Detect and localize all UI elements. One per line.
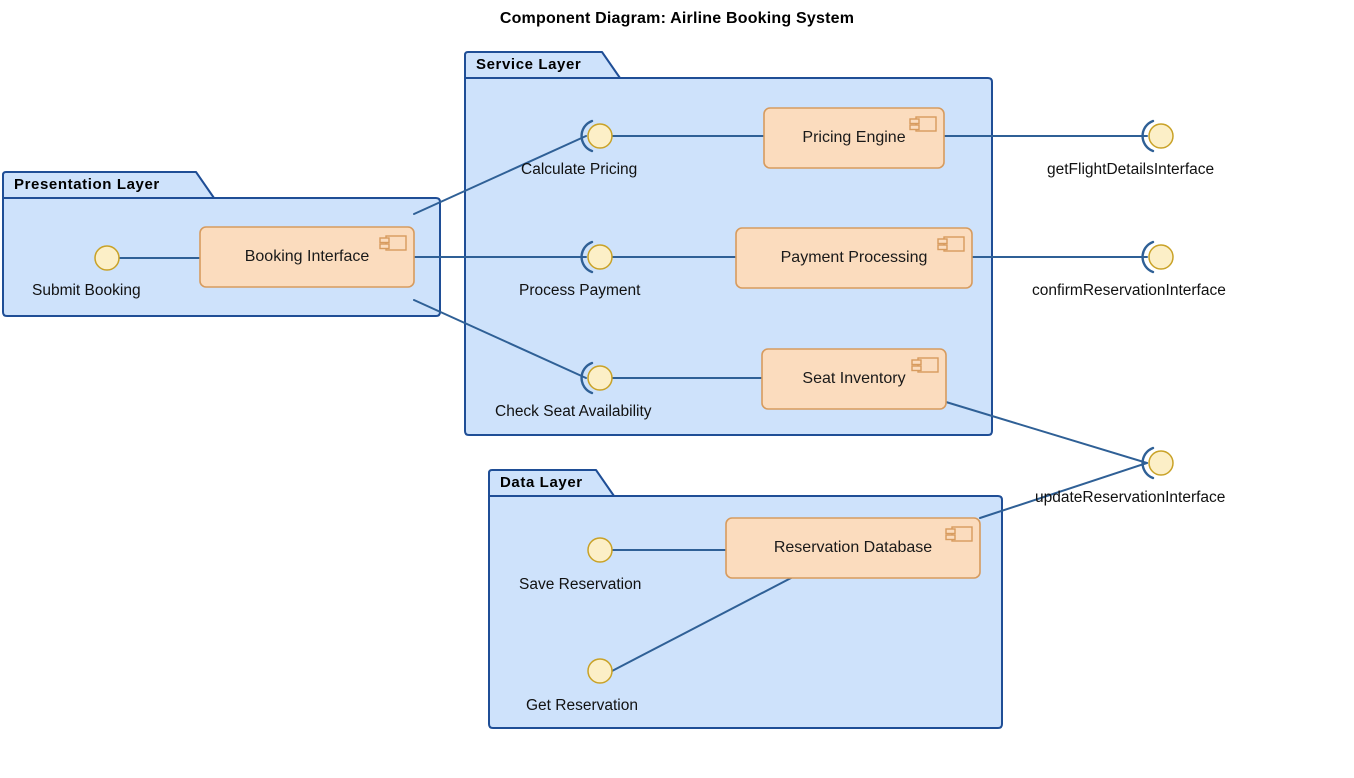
interface-socket-arc-process-payment bbox=[580, 240, 594, 274]
interface-label-get-flight-details-interface: getFlightDetailsInterface bbox=[1047, 161, 1215, 178]
component-name-booking-interface: Booking Interface bbox=[244, 248, 370, 265]
interface-socket-arc-get-flight-details-interface bbox=[1141, 119, 1155, 153]
page-title: Component Diagram: Airline Booking Syste… bbox=[499, 10, 855, 27]
component-icon-tab-top bbox=[911, 359, 922, 366]
component-booking-interface[interactable] bbox=[199, 226, 415, 288]
interface-ball-submit-booking[interactable] bbox=[94, 245, 120, 271]
interface-submit-booking[interactable] bbox=[94, 245, 120, 271]
interface-socket-arc-calculate-pricing bbox=[580, 119, 594, 153]
component-icon-seat-inventory bbox=[911, 357, 939, 373]
component-icon-tab-bottom bbox=[945, 534, 956, 541]
package-header-tab-service-layer bbox=[464, 51, 621, 79]
interface-calculate-pricing[interactable] bbox=[580, 119, 613, 153]
interface-socket-arc-confirm-reservation-interface bbox=[1141, 240, 1155, 274]
components-group bbox=[199, 107, 981, 579]
component-name-pricing-engine: Pricing Engine bbox=[802, 129, 906, 146]
component-name-reservation-database: Reservation Database bbox=[773, 539, 933, 556]
interface-label-process-payment: Process Payment bbox=[519, 282, 641, 299]
package-data-layer bbox=[488, 469, 1003, 729]
connector-conn-seat-to-update bbox=[945, 401, 1148, 464]
component-seat-inventory[interactable] bbox=[761, 348, 947, 410]
interface-ball-process-payment[interactable] bbox=[587, 244, 613, 270]
interface-ball-save-reservation[interactable] bbox=[587, 537, 613, 563]
component-icon-tab-bottom bbox=[379, 243, 390, 250]
component-box-reservation-database[interactable] bbox=[725, 517, 981, 579]
interface-label-get-reservation: Get Reservation bbox=[526, 697, 638, 714]
component-icon-tab-bottom bbox=[909, 124, 920, 131]
connector-conn-database-to-update bbox=[979, 462, 1148, 519]
interface-label-confirm-reservation-interface: confirmReservationInterface bbox=[1032, 282, 1226, 299]
interfaces-group bbox=[94, 119, 1174, 684]
interface-label-save-reservation: Save Reservation bbox=[519, 576, 642, 593]
component-pricing-engine[interactable] bbox=[763, 107, 945, 169]
interface-ball-update-reservation-interface[interactable] bbox=[1148, 450, 1174, 476]
interface-socket-arc-check-seat-availability bbox=[580, 361, 594, 395]
interface-socket-arc-update-reservation-interface bbox=[1141, 446, 1155, 480]
package-header-tab-data-layer bbox=[488, 469, 615, 497]
interface-save-reservation[interactable] bbox=[587, 537, 613, 563]
component-icon-tab-bottom bbox=[937, 244, 948, 251]
component-icon-tab-top bbox=[937, 238, 948, 245]
interface-ball-get-reservation[interactable] bbox=[587, 658, 613, 684]
interface-label-calculate-pricing: Calculate Pricing bbox=[521, 161, 638, 178]
component-box-pricing-engine[interactable] bbox=[763, 107, 945, 169]
component-icon-booking-interface bbox=[379, 235, 407, 251]
component-icon-tab-top bbox=[379, 237, 390, 244]
interface-ball-confirm-reservation-interface[interactable] bbox=[1148, 244, 1174, 270]
package-label-data-layer: Data Layer bbox=[500, 474, 583, 491]
package-label-presentation-layer: Presentation Layer bbox=[14, 176, 160, 193]
component-box-booking-interface[interactable] bbox=[199, 226, 415, 288]
interface-ball-get-flight-details-interface[interactable] bbox=[1148, 123, 1174, 149]
interface-label-submit-booking: Submit Booking bbox=[32, 282, 141, 299]
interface-confirm-reservation-interface[interactable] bbox=[1141, 240, 1174, 274]
connector-conn-get-to-database bbox=[611, 577, 792, 672]
component-payment-processing[interactable] bbox=[735, 227, 973, 289]
package-header-tab-presentation-layer bbox=[2, 171, 215, 199]
package-label-service-layer: Service Layer bbox=[476, 56, 582, 73]
component-name-seat-inventory: Seat Inventory bbox=[802, 370, 906, 387]
component-icon-tab-top bbox=[945, 528, 956, 535]
connectors-group bbox=[118, 135, 1148, 672]
component-name-payment-processing: Payment Processing bbox=[780, 249, 928, 266]
interface-update-reservation-interface[interactable] bbox=[1141, 446, 1174, 480]
connector-conn-booking-to-calculate bbox=[413, 135, 587, 215]
interface-get-reservation[interactable] bbox=[587, 658, 613, 684]
interface-label-check-seat-availability: Check Seat Availability bbox=[495, 403, 652, 420]
interface-get-flight-details-interface[interactable] bbox=[1141, 119, 1174, 153]
interface-check-seat-availability[interactable] bbox=[580, 361, 613, 395]
interface-label-update-reservation-interface: updateReservationInterface bbox=[1035, 489, 1226, 506]
component-icon-pricing-engine bbox=[909, 116, 937, 132]
component-icon-tab-top bbox=[909, 118, 920, 125]
interface-ball-check-seat-availability[interactable] bbox=[587, 365, 613, 391]
component-box-seat-inventory[interactable] bbox=[761, 348, 947, 410]
component-reservation-database[interactable] bbox=[725, 517, 981, 579]
interface-process-payment[interactable] bbox=[580, 240, 613, 274]
component-icon-reservation-database bbox=[945, 526, 973, 542]
interface-ball-calculate-pricing[interactable] bbox=[587, 123, 613, 149]
component-icon-tab-bottom bbox=[911, 365, 922, 372]
connector-conn-booking-to-checkseat bbox=[413, 299, 587, 379]
component-box-payment-processing[interactable] bbox=[735, 227, 973, 289]
component-icon-payment-processing bbox=[937, 236, 965, 252]
